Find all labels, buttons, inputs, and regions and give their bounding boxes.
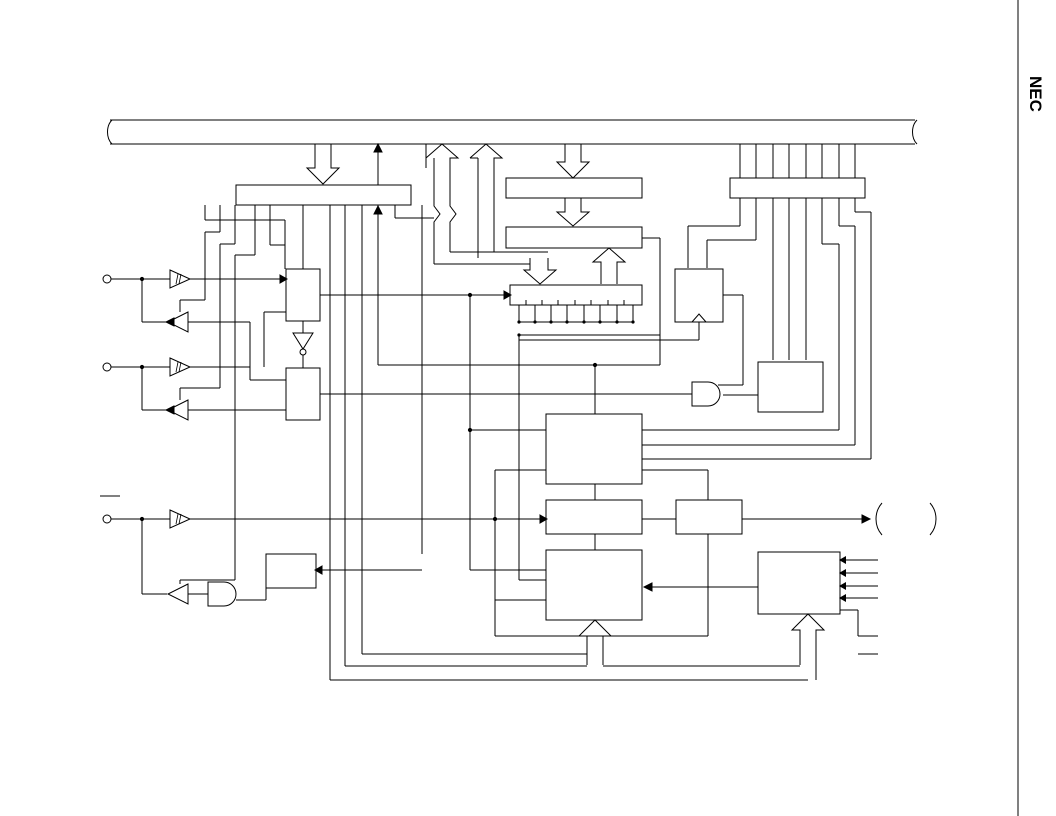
junction-dots-port: [517, 320, 635, 337]
bus-bidir-arrow-1: [425, 143, 460, 252]
decoder-box: [675, 499, 743, 535]
port-register-inputs: [518, 300, 661, 580]
schmitt-buffer-3: [169, 509, 192, 529]
clock-select-box: [757, 551, 841, 615]
port-register-cells: [525, 300, 625, 305]
control-register-box: [729, 177, 866, 199]
latch-box-1: [285, 268, 321, 322]
control-register-bus-lines: [739, 144, 856, 178]
counter-box: [545, 499, 643, 535]
pin-1-terminal: [102, 274, 112, 284]
timing-bus-arrow: [577, 619, 613, 665]
pin-3-terminal: [102, 514, 112, 524]
output-paren-left: [875, 502, 883, 536]
clock-bus-arrow: [790, 613, 826, 680]
buffer-shift-arrow: [555, 198, 591, 227]
output-paren-right: [929, 502, 937, 536]
pin-2-terminal: [102, 362, 112, 372]
and-gate-left: [207, 581, 237, 607]
port-register-box: [509, 284, 643, 306]
timing-control-box: [545, 549, 643, 621]
schmitt-buffer-2: [169, 357, 192, 377]
bus-arrow-down-mid: [555, 144, 591, 179]
mode-register-fanout: [179, 205, 434, 680]
port-in-arrow: [522, 258, 558, 285]
bus-arrow-down-left: [305, 144, 341, 185]
bus-bidir-arrow-1b: [433, 158, 441, 258]
shift-register-box: [505, 226, 643, 249]
and-gate-right: [691, 381, 721, 407]
output-buffer-3: [166, 583, 189, 605]
inverter: [292, 332, 314, 350]
central-control-box: [545, 413, 643, 485]
buffer-register-box: [505, 177, 643, 199]
clock-inputs: [840, 559, 878, 599]
nec-logo: NEC: [1026, 76, 1045, 112]
enable-control-box: [265, 553, 317, 589]
status-logic-box: [757, 361, 824, 413]
latch-box-2: [285, 367, 321, 421]
mode-register-box: [235, 184, 412, 206]
bus-bidir-arrow-2: [469, 143, 504, 258]
schmitt-buffer-1: [169, 269, 192, 289]
control-register-outputs: [687, 198, 872, 459]
shift-up-arrow: [591, 247, 627, 284]
internal-bus: [107, 119, 918, 145]
